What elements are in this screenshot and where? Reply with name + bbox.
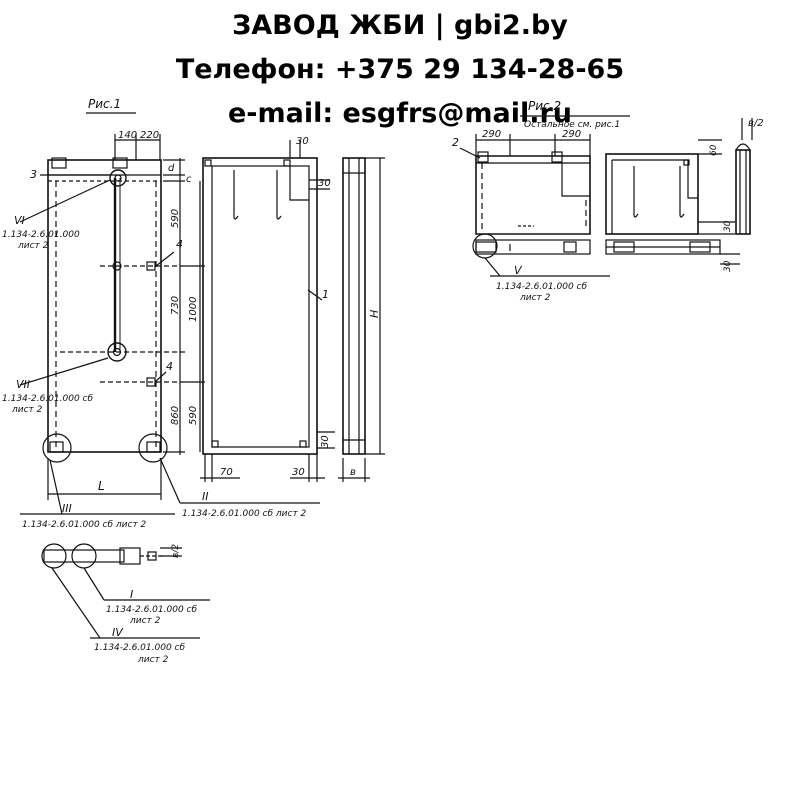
figure1-front-view: Рис.1 140 220	[2, 97, 320, 530]
note-III-ref: 1.134-2.6.01.000 сб лист 2	[22, 520, 147, 530]
dim-30-top: 30	[296, 136, 309, 147]
pos-2: 2	[452, 136, 459, 149]
note-VI-ref: 1.134-2.6.01.000	[2, 230, 80, 240]
note-II-ref: 1.134-2.6.01.000 сб лист 2	[182, 509, 307, 519]
header-phone: Телефон: +375 29 134-28-65	[175, 54, 625, 85]
note-IV-roman: IV	[112, 626, 124, 639]
figure1-section-view: 30 30 70 30 30 1	[200, 136, 335, 482]
note-V-roman: V	[514, 264, 523, 277]
note-VII-sheet: лист 2	[11, 405, 43, 415]
dim-30-bottom: 30	[292, 467, 305, 478]
figure1-side-view: H в	[338, 157, 385, 482]
header-title: ЗАВОД ЖБИ | gbi2.by	[232, 10, 568, 41]
figure1-bottom-detail: в/2 I 1.134-2.6.01.000 сб лист 2 IV 1.13…	[41, 543, 210, 665]
dim-30-right: 30	[318, 178, 331, 189]
pos-4b: 4	[166, 360, 173, 373]
note-I-sheet: лист 2	[129, 616, 161, 626]
pos-1: 1	[322, 288, 329, 301]
note-I-ref: 1.134-2.6.01.000 сб	[106, 605, 197, 615]
dim-c: c	[186, 174, 192, 185]
note-V-sheet: лист 2	[519, 293, 551, 303]
dim-290a: 290	[482, 129, 501, 140]
dim-590-bottom: 590	[188, 406, 199, 425]
dim-860: 860	[170, 406, 181, 425]
note-VII-ref: 1.134-2.6.01.000 сб	[2, 394, 93, 404]
dim-b: в	[350, 467, 356, 478]
dim-30-side: 30	[320, 435, 331, 448]
note-I-roman: I	[130, 588, 133, 601]
dim-730: 730	[170, 296, 181, 315]
dim-30b: 30	[723, 260, 733, 272]
dim-b2-bottom: в/2	[171, 544, 181, 558]
note-VI-sheet: лист 2	[17, 241, 49, 251]
note-III-roman: III	[62, 502, 72, 515]
note-IV-sheet: лист 2	[137, 655, 169, 665]
figure1-caption: Рис.1	[88, 97, 121, 111]
note-V-ref: 1.134-2.6.01.000 сб	[496, 282, 587, 292]
header-email: e-mail: esgfrs@mail.ru	[227, 98, 573, 129]
dim-L: L	[98, 479, 105, 493]
dim-d: d	[168, 163, 175, 174]
pos-4a: 4	[176, 238, 183, 251]
dim-220: 220	[140, 130, 159, 141]
note-II-roman: II	[202, 490, 209, 503]
note-VII-roman: VII	[16, 378, 30, 391]
figure2-caption: Рис.2	[528, 99, 561, 113]
dim-1000: 1000	[188, 297, 199, 322]
dim-290b: 290	[562, 129, 581, 140]
note-VI-roman: VI	[14, 214, 25, 227]
pos-3: 3	[30, 168, 37, 181]
dim-590-top: 590	[170, 209, 181, 228]
dim-60: 60	[709, 144, 719, 156]
dim-b2-fig2: в/2	[748, 118, 764, 129]
figure2: Рис.2 Остальное см. рис.1 290 290 2 60 3…	[452, 99, 764, 303]
dim-30a: 30	[723, 220, 733, 232]
note-IV-ref: 1.134-2.6.01.000 сб	[94, 643, 185, 653]
figure2-subcaption: Остальное см. рис.1	[524, 120, 620, 130]
dim-H: H	[368, 310, 381, 318]
dim-140: 140	[118, 130, 137, 141]
dim-70: 70	[220, 467, 233, 478]
